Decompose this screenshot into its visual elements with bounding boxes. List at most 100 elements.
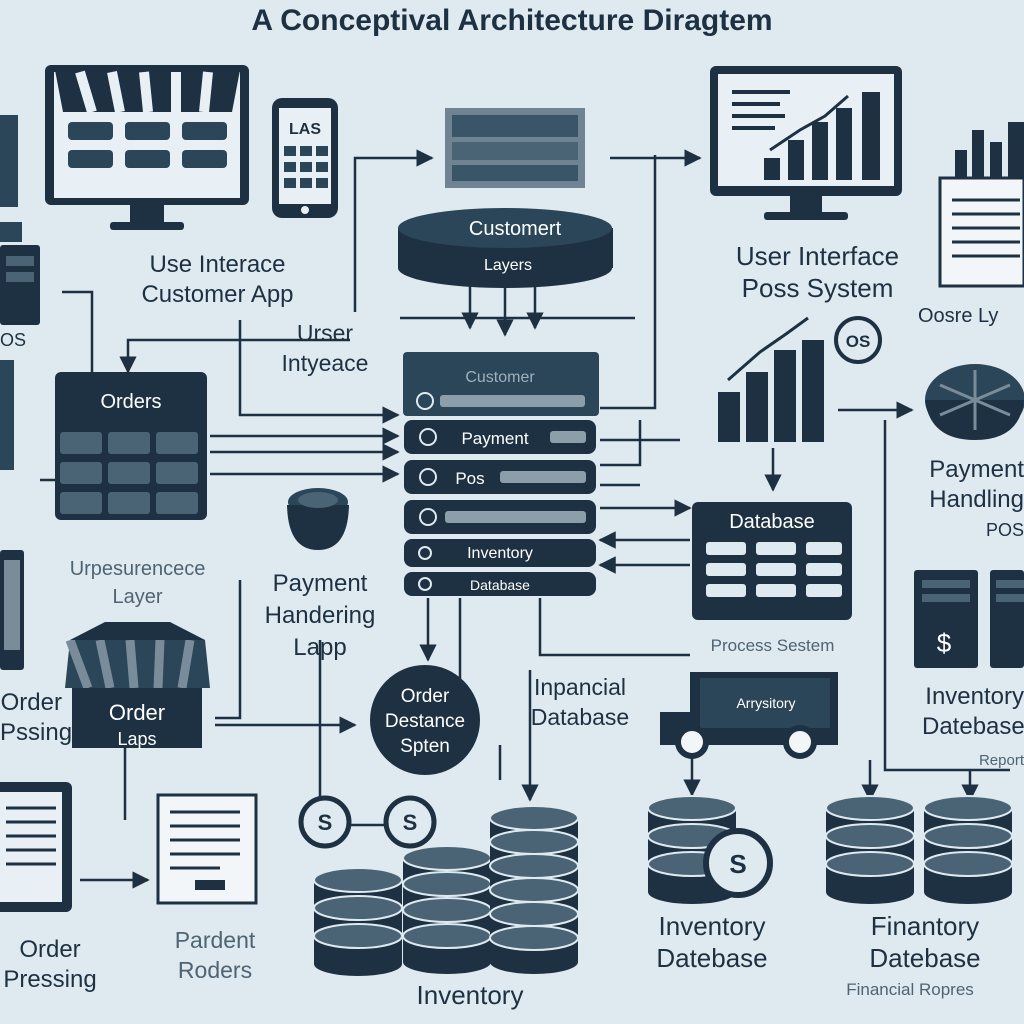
store-monitor-icon <box>45 65 249 230</box>
label-payment-handling-right: Payment Handling POS <box>922 455 1024 545</box>
label-line: Poss System <box>741 273 894 303</box>
central-layer-stack <box>403 352 599 596</box>
label-line: Order <box>0 689 62 716</box>
label-user-interface-pos-system: User Interface Poss System <box>705 240 930 304</box>
label-line: Database <box>530 704 630 730</box>
os-badge-label: OS <box>846 332 871 351</box>
db-coin-label: S <box>729 849 746 879</box>
order-laps-line1: Order <box>109 700 165 725</box>
stack-item-pos: Pos <box>455 469 484 488</box>
connector <box>538 598 690 657</box>
label-line: Intyeace <box>281 350 369 376</box>
cust-layer-line2: Layers <box>484 257 532 274</box>
database-cylinder-icon <box>402 923 492 974</box>
pos-dollar-icon: $ <box>937 628 952 658</box>
label-inventory-database-right: Inventory Datebase <box>922 682 1024 742</box>
connectors <box>40 149 1010 889</box>
label-inventory-database-bottom: Inventory Datebase <box>632 910 792 974</box>
label-line: Inventory <box>658 911 766 941</box>
order-destance-node <box>370 665 480 775</box>
analytics-monitor-icon <box>710 66 902 220</box>
label-line: Datebase <box>922 713 1024 740</box>
customer-layer-node <box>398 208 613 288</box>
diagram-title: A Conceptival Architecture Diragtem <box>251 4 773 37</box>
database-panel-label: Database <box>729 511 815 533</box>
label-oosre-ly: Oosre Ly <box>918 305 999 327</box>
label-line: Use Interace <box>149 251 286 278</box>
coin-icons <box>298 795 437 849</box>
label-line: Finantory <box>870 911 980 941</box>
label-payment-handering-lapp: Payment Handering Lapp <box>240 568 400 664</box>
label-upresence-layer: Urpesurencece Layer <box>40 555 235 611</box>
label-os-left: OS <box>0 330 27 350</box>
delivery-truck-icon <box>660 672 838 759</box>
mobile-phone-icon: LAS <box>272 98 338 218</box>
label-line: Datebase <box>656 943 768 973</box>
left-edge-server-icons <box>0 115 40 670</box>
label-order-pressing: Order Pressing <box>0 935 100 995</box>
svg-text:LAS: LAS <box>289 121 321 138</box>
database-cylinder-icon <box>313 923 403 976</box>
finance-db-stacks <box>647 795 1013 904</box>
connector <box>883 420 1010 772</box>
label-use-interface-customer-app: Use Interace Customer App <box>110 250 325 310</box>
label-urser-intyeace: Urser Intyeace <box>255 318 395 378</box>
stack-item-inventory: Inventory <box>467 545 533 562</box>
database-cylinder-icon <box>923 851 1013 904</box>
label-line: Datebase <box>869 943 981 973</box>
server-box-icon <box>445 108 585 188</box>
label-line: Pardent <box>174 927 256 953</box>
label-line: Payment <box>929 456 1024 483</box>
connector <box>215 580 242 720</box>
os-badge-icon <box>834 316 882 364</box>
label-line: Roders <box>177 957 253 983</box>
label-pardent-roders: Pardent Roders <box>145 925 285 985</box>
coin-left-label: S <box>318 810 333 835</box>
order-destance-line2: Destance <box>385 711 465 732</box>
label-line: Handling <box>929 486 1024 513</box>
document-icon <box>156 793 258 905</box>
label-line: Lapp <box>293 634 347 661</box>
bar-chart-icon <box>718 316 824 442</box>
label-line: Layer <box>112 586 163 608</box>
order-laps-line2: Laps <box>117 729 156 749</box>
label-inventory-bottom: Inventory <box>416 980 524 1010</box>
label-line: Pressing <box>3 966 97 993</box>
stack-item-customer: Customer <box>465 369 535 386</box>
connector <box>238 320 400 424</box>
pos-terminal-icons <box>914 570 1024 668</box>
label-order-processing-left: Order Pssing <box>0 688 73 748</box>
label-line: Payment <box>272 570 368 597</box>
label-line: Pssing <box>0 719 73 746</box>
connector <box>600 155 657 410</box>
satellite-dish-icon <box>925 364 1024 440</box>
order-laps-store-node <box>65 622 210 748</box>
connector <box>119 338 350 374</box>
label-process-system: Process Sestem <box>710 636 835 655</box>
report-chart-icon <box>938 122 1024 288</box>
stack-item-payment: Payment <box>461 429 528 448</box>
database-cylinder-icon <box>489 925 579 974</box>
connector <box>600 420 642 467</box>
orders-panel-label: Orders <box>100 391 161 413</box>
label-line: POS <box>985 520 1024 540</box>
label-financial-reports: Financial Ropres <box>846 980 974 999</box>
stack-item-database: Database <box>470 577 530 593</box>
database-cylinder-icon <box>825 851 915 904</box>
inventory-db-stacks <box>313 805 579 976</box>
label-line: Urser <box>296 320 354 346</box>
database-panel-node <box>692 502 852 620</box>
label-line: User Interface <box>735 241 900 271</box>
cust-layer-line1: Customert <box>469 218 562 240</box>
label-inpancial-database: Inpancial Database <box>505 672 655 732</box>
label-line: Handering <box>264 602 376 629</box>
truck-label: Arrysitory <box>736 695 795 711</box>
label-line: Inpancial <box>533 674 627 700</box>
label-line: Order <box>19 936 81 963</box>
order-destance-line1: Order <box>401 686 450 707</box>
coin-right-label: S <box>403 810 418 835</box>
tablet-icon <box>0 782 72 912</box>
payment-bowl-icon <box>287 488 349 550</box>
label-line: Customer App <box>141 281 294 308</box>
